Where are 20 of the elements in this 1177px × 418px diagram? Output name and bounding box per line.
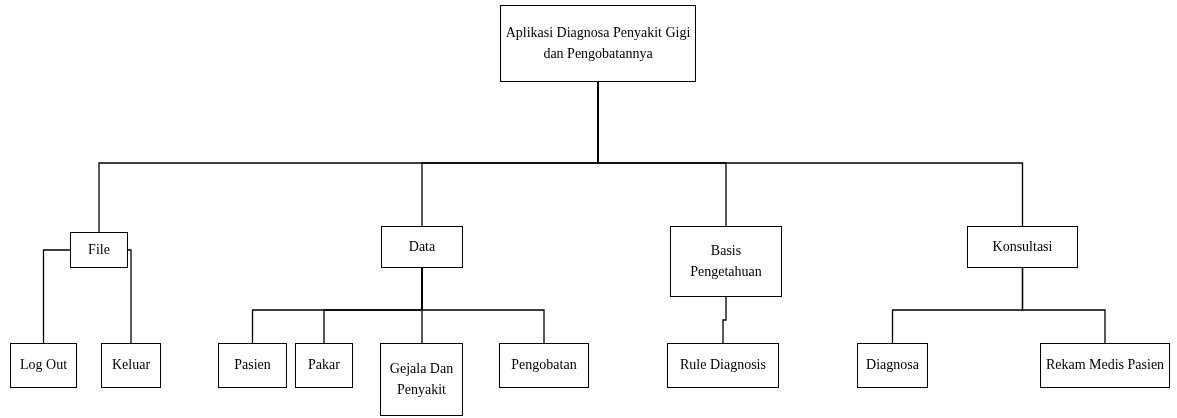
menu-box: Aplikasi Diagnosa Penyakit Gigi dan Pengobatannya (500, 5, 696, 82)
menu-box: Rekam Medis Pasien (1040, 343, 1170, 388)
connector-line (421, 267, 545, 344)
menu-box: Konsultasi (967, 226, 1078, 268)
menu-box: Rule Diagnosis (667, 343, 779, 388)
menu-box: Pasien (218, 343, 287, 388)
connector-line (1021, 267, 1106, 344)
menu-box: Basis Pengetahuan (670, 226, 782, 297)
menu-box: Data (381, 226, 463, 268)
menu-box: Log Out (10, 343, 77, 388)
menu-box: Pengobatan (499, 343, 589, 388)
menu-box: Pakar (295, 343, 353, 388)
menu-box: Keluar (101, 343, 161, 388)
connector-line (42, 249, 71, 344)
menu-box: Gejala Dan Penyakit (380, 343, 463, 416)
connector-line (722, 296, 727, 344)
menu-box: Diagnosa (857, 343, 928, 388)
menu-box: File (70, 232, 128, 268)
connector-line (597, 81, 1024, 227)
connector-line (127, 249, 132, 344)
